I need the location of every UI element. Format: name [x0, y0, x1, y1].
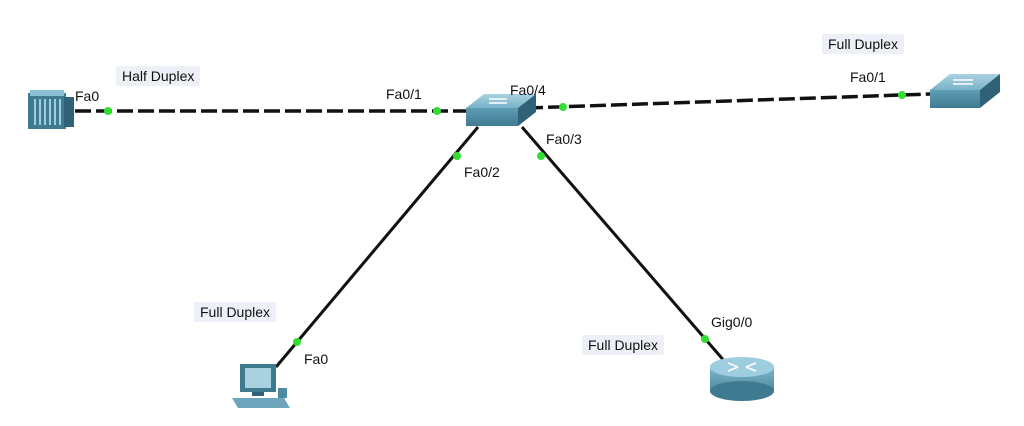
port-up-indicator	[104, 107, 112, 115]
link-switch-pc[interactable]	[274, 126, 480, 368]
router-icon[interactable]	[710, 357, 774, 401]
pc-icon[interactable]	[232, 364, 290, 408]
duplex-label-server-link: Half Duplex	[116, 66, 201, 86]
port-label-switch-fa0-3: Fa0/3	[546, 131, 582, 147]
port-label-switch-fa0-1: Fa0/1	[386, 86, 422, 102]
port-up-indicator	[537, 152, 545, 160]
switch-icon[interactable]	[930, 74, 1000, 108]
port-label-switch-fa0-2: Fa0/2	[464, 164, 500, 180]
port-label-router-gig0-0: Gig0/0	[711, 314, 753, 330]
port-up-indicator	[293, 338, 301, 346]
link-switch-router[interactable]	[520, 126, 728, 364]
duplex-label-right-switch-link: Full Duplex	[822, 34, 905, 54]
port-label-right-switch-fa0-1: Fa0/1	[850, 69, 886, 85]
port-up-indicator	[559, 103, 567, 111]
server-icon[interactable]	[28, 90, 74, 129]
port-up-indicator	[898, 91, 906, 99]
link-switch-right-switch[interactable]	[526, 92, 931, 110]
port-label-pc-fa0: Fa0	[304, 351, 329, 367]
duplex-label-router-link: Full Duplex	[582, 335, 665, 355]
port-up-indicator	[453, 152, 461, 160]
port-label-switch-fa0-4: Fa0/4	[510, 82, 546, 98]
port-up-indicator	[433, 107, 441, 115]
port-label-server-fa0: Fa0	[75, 88, 100, 104]
duplex-label-pc-link: Full Duplex	[194, 302, 277, 322]
port-up-indicator	[701, 335, 709, 343]
switch-icon[interactable]	[466, 94, 536, 126]
port-status-indicators	[104, 91, 906, 346]
